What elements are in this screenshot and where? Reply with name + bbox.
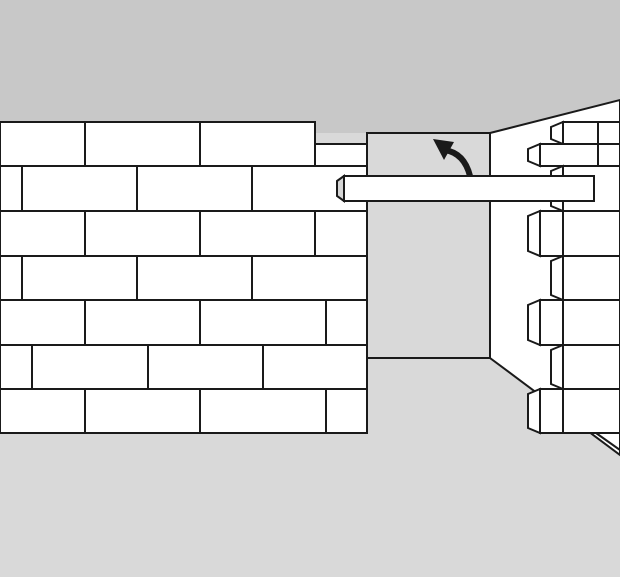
wall-block xyxy=(539,143,620,167)
wall-block xyxy=(84,210,201,257)
wall-block xyxy=(21,165,138,212)
lintel-body xyxy=(343,175,595,202)
wall-block-end xyxy=(550,343,564,391)
wall-block xyxy=(325,299,368,346)
wall-block-end xyxy=(527,298,541,347)
wall-block xyxy=(0,210,86,257)
back-wall xyxy=(366,132,491,359)
wall-block xyxy=(136,255,253,301)
wall-block xyxy=(314,143,368,167)
wall-block xyxy=(21,255,138,301)
wall-block xyxy=(31,344,149,390)
wall-block-end xyxy=(527,387,541,435)
wall-block xyxy=(199,299,327,346)
wall-block xyxy=(84,299,201,346)
wall-block xyxy=(0,121,86,167)
wall-block xyxy=(539,210,620,257)
wall-block xyxy=(314,210,368,257)
wall-block xyxy=(0,388,86,434)
wall-block xyxy=(84,388,201,434)
ceiling xyxy=(0,0,620,133)
wall-block xyxy=(199,121,316,167)
wall-block-end xyxy=(550,120,564,146)
wall-block xyxy=(539,299,620,346)
floor-edge xyxy=(595,432,620,451)
wall-block xyxy=(147,344,264,390)
lintel-beam xyxy=(336,174,595,203)
wall-block xyxy=(262,344,368,390)
wall-block xyxy=(0,165,23,212)
wall-block xyxy=(0,299,86,346)
curved-arrow-up-left-icon xyxy=(433,139,473,177)
wall-block-end xyxy=(527,209,541,258)
wall-block xyxy=(199,210,316,257)
wall-block xyxy=(325,388,368,434)
wall-block xyxy=(251,255,368,301)
left-block-wall xyxy=(0,121,368,434)
wall-block xyxy=(84,121,201,167)
wall-block xyxy=(562,121,620,145)
wall-block-end xyxy=(527,142,541,168)
wall-block xyxy=(0,344,33,390)
wall-block xyxy=(562,255,620,301)
lintel-end xyxy=(336,174,345,203)
wall-block xyxy=(0,255,23,301)
wall-block xyxy=(136,165,253,212)
wall-block xyxy=(199,388,327,434)
wall-block xyxy=(539,388,620,434)
wall-block xyxy=(562,344,620,390)
wall-block-end xyxy=(550,254,564,302)
